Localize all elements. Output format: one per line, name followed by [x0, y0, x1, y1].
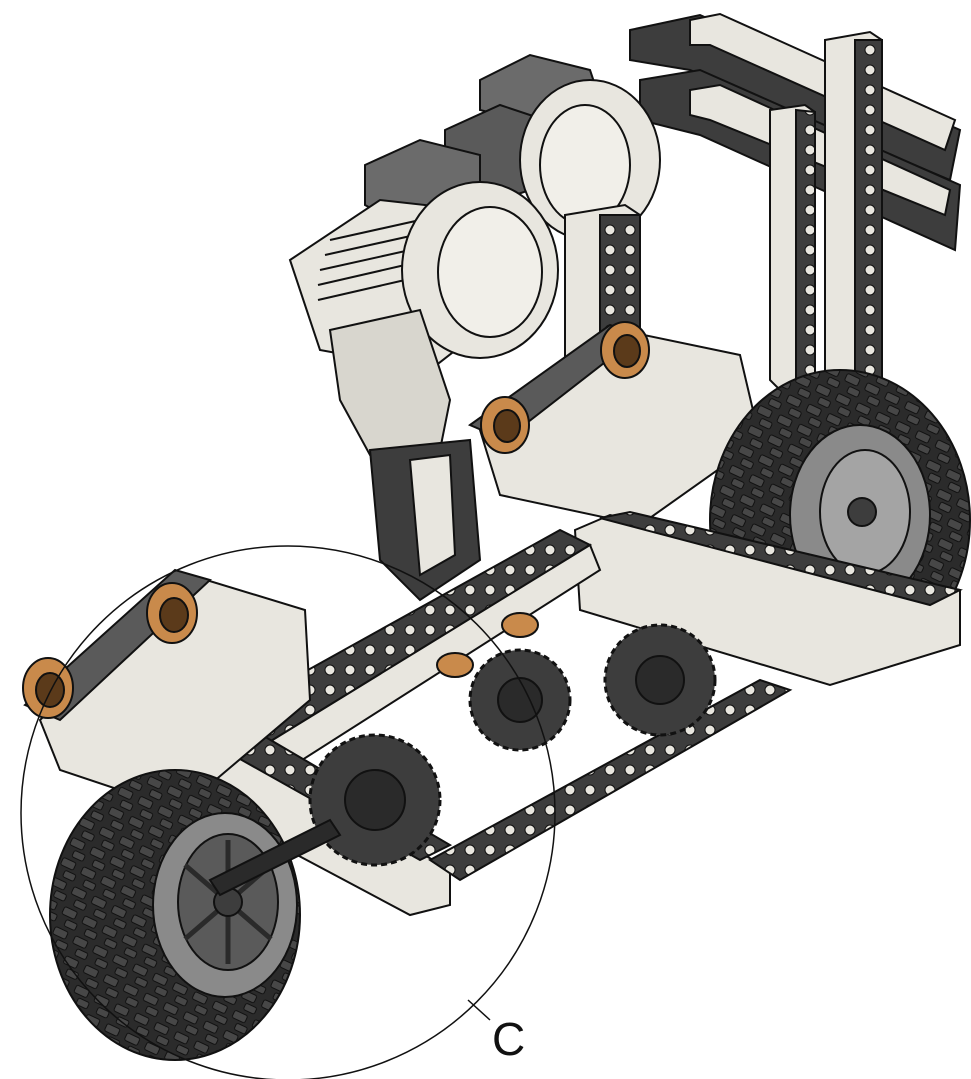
gear-train [308, 612, 717, 867]
callout-circle [20, 545, 556, 1079]
chassis-mid-block-light [408, 453, 457, 577]
chassis-bottom-beam [428, 678, 793, 882]
detail-callout [20, 545, 556, 1079]
vertical-beam-mid-holes [795, 108, 816, 387]
gear-large-left-hub [344, 769, 406, 831]
callout-label: C [492, 1013, 526, 1065]
callout-leader [467, 999, 491, 1021]
upper-beam-light-2 [689, 83, 952, 217]
upper-frame [629, 12, 962, 412]
vertical-beam-tall-holes [854, 39, 883, 407]
chassis-back-beam-holes [599, 510, 963, 607]
gear-right-hub [635, 655, 685, 705]
sensor-lower-eye-right-inner [159, 597, 189, 633]
sensor-upper-eye-left-inner [493, 409, 521, 443]
ultrasonic-sensor-lower [22, 568, 312, 812]
gear-mid-hub [497, 677, 543, 723]
ultrasonic-sensor-upper [467, 321, 762, 527]
motor-front-face [437, 206, 543, 338]
bushing-gold-1 [436, 652, 474, 678]
left-axle [208, 818, 342, 897]
bushing-gold-2 [501, 612, 539, 638]
upper-beam-light-1 [689, 12, 957, 152]
motor-ribs [317, 219, 421, 301]
right-hub [847, 497, 877, 527]
sensor-lower-eye-left-inner [35, 672, 65, 708]
left-wheel [49, 769, 342, 1061]
sensor-upper-eye-right-inner [613, 334, 641, 368]
